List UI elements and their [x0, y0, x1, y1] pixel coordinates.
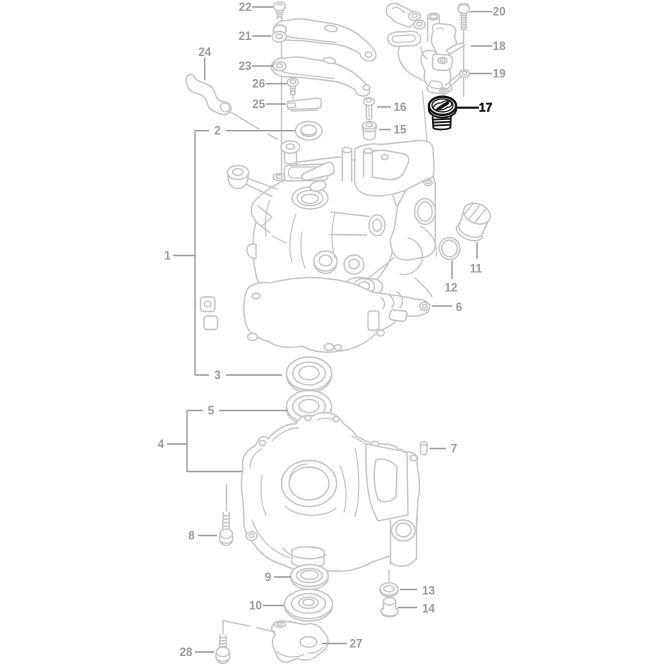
svg-text:19: 19	[493, 69, 506, 81]
svg-text:25: 25	[252, 99, 265, 111]
svg-text:9: 9	[265, 572, 271, 584]
svg-text:1: 1	[164, 251, 171, 263]
svg-text:12: 12	[445, 283, 458, 295]
svg-text:5: 5	[208, 406, 215, 418]
svg-text:27: 27	[350, 639, 363, 651]
svg-text:4: 4	[158, 439, 165, 451]
svg-text:7: 7	[451, 444, 457, 456]
svg-text:24: 24	[198, 47, 211, 59]
svg-text:18: 18	[493, 41, 506, 53]
svg-text:26: 26	[252, 79, 265, 91]
svg-text:2: 2	[214, 126, 220, 138]
svg-text:20: 20	[493, 7, 506, 19]
svg-text:22: 22	[239, 2, 252, 14]
svg-text:17: 17	[479, 101, 493, 115]
svg-text:15: 15	[394, 125, 407, 137]
svg-text:21: 21	[239, 31, 252, 43]
svg-text:6: 6	[456, 302, 462, 314]
svg-text:23: 23	[239, 61, 252, 73]
svg-text:10: 10	[249, 601, 262, 613]
svg-text:16: 16	[394, 102, 407, 114]
svg-text:13: 13	[422, 585, 435, 597]
svg-text:8: 8	[188, 531, 195, 543]
svg-text:14: 14	[422, 603, 435, 615]
svg-text:3: 3	[214, 370, 220, 382]
svg-text:28: 28	[180, 647, 193, 659]
svg-text:11: 11	[470, 263, 483, 275]
